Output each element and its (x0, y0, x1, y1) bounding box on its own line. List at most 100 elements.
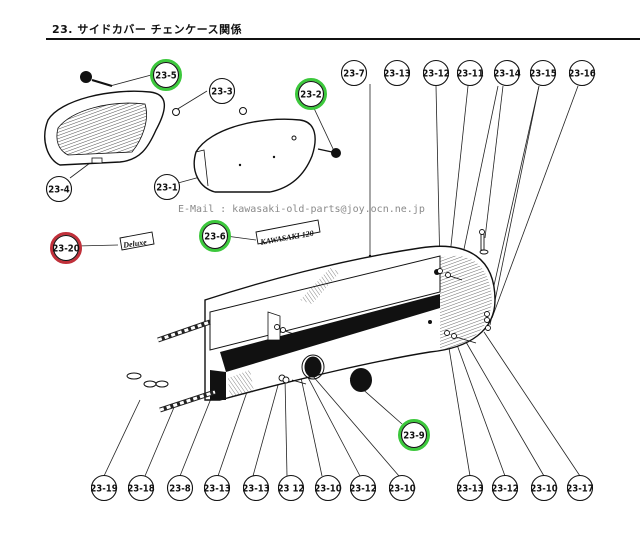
callout-23-4: 23-4 (45, 175, 73, 203)
callout-label: 23-7 (343, 69, 364, 80)
callout-circle (491, 474, 519, 502)
callout-circle (127, 474, 155, 502)
callout-label: 23-13 (456, 484, 483, 495)
rubber-plug-23-9 (350, 368, 372, 392)
callout-circle (529, 59, 557, 87)
callout-23-8: 23-8 (166, 474, 194, 502)
callout-23-17: 23-17 (566, 474, 594, 502)
callout-23-19: 23-19 (90, 474, 118, 502)
callout-label: 23-12 (491, 484, 518, 495)
callout-label: 23-5 (155, 71, 176, 82)
callout-23-11: 23-11 (456, 59, 484, 87)
callout-bubbles: 23-5 23-3 23-2 23-4 23-1 23-20 23-6 23-7 23-13 23… (45, 59, 596, 502)
callout-23-2: 23-2 (295, 78, 327, 110)
callout-23-6: 23-6 (199, 220, 231, 252)
callout-23-9: 23-9 (398, 419, 430, 451)
side-cover-rear (44, 90, 165, 166)
kawasaki-emblem: KAWASAKI 120 (255, 219, 321, 247)
callout-23-13: 23-13 (456, 474, 484, 502)
callout-23-13: 23-13 (242, 474, 270, 502)
callout-23-13: 23-13 (203, 474, 231, 502)
email-watermark: E-Mail : kawasaki-old-parts@joy.ocn.ne.j… (178, 204, 425, 215)
callout-label: 23-15 (529, 69, 556, 80)
callout-label: 23-13 (203, 484, 230, 495)
callout-23-20: 23-20 (50, 232, 82, 264)
callout-label: 23-12 (349, 484, 376, 495)
deluxe-emblem-text: Deluxe (122, 237, 148, 249)
callout-23-14: 23-14 (493, 59, 521, 87)
callout-label: 23-10 (314, 484, 341, 495)
callout-23-7: 23-7 (340, 59, 368, 87)
callout-label: 23-9 (403, 431, 424, 442)
callout-label: 23 12 (278, 484, 305, 495)
leader-lines (69, 73, 581, 477)
callout-circle (530, 474, 558, 502)
callout-circle (314, 474, 342, 502)
callout-23-15: 23-15 (529, 59, 557, 87)
callout-label: 23-17 (566, 484, 593, 495)
page-title: 23. サイドカバー チェンケース関係 (52, 23, 243, 36)
callout-label: 23-13 (242, 484, 269, 495)
callout-23-12: 23 12 (277, 474, 305, 502)
callout-23-3: 23-3 (208, 77, 236, 105)
callout-circle (52, 234, 80, 262)
knob-23-2 (317, 148, 341, 158)
screw-23-5 (80, 71, 113, 88)
callout-circle (456, 474, 484, 502)
callout-circle (297, 80, 325, 108)
callout-label: 23-2 (300, 90, 321, 101)
callout-23-5: 23-5 (150, 59, 182, 91)
callout-label: 23-10 (388, 484, 415, 495)
drive-chain (157, 319, 216, 413)
callout-highlight-ring (150, 59, 182, 91)
title-underline (46, 38, 640, 40)
callout-circle (90, 474, 118, 502)
master-link (126, 372, 169, 388)
callout-circle (456, 59, 484, 87)
callout-23-1: 23-1 (153, 173, 181, 201)
callout-circle (208, 77, 236, 105)
callout-circle (568, 59, 596, 87)
callout-label: 23-11 (456, 69, 483, 80)
callout-label: 23-20 (52, 244, 79, 255)
callout-label: 23-10 (530, 484, 557, 495)
callout-label: 23-6 (204, 232, 225, 243)
callout-label: 23-12 (422, 69, 449, 80)
callout-circle (349, 474, 377, 502)
callout-circle (153, 173, 181, 201)
callout-circle (388, 474, 416, 502)
callout-circle (45, 175, 73, 203)
callout-circle (152, 61, 180, 89)
callout-highlight-ring (199, 220, 231, 252)
callout-circle (166, 474, 194, 502)
callout-label: 23-8 (169, 484, 190, 495)
callout-highlight-ring (50, 232, 82, 264)
callout-23-12: 23-12 (349, 474, 377, 502)
callout-23-12: 23-12 (422, 59, 450, 87)
callout-highlight-ring (295, 78, 327, 110)
callout-circle (242, 474, 270, 502)
callout-label: 23-18 (127, 484, 154, 495)
callout-23-10: 23-10 (530, 474, 558, 502)
callout-label: 23-19 (90, 484, 117, 495)
callout-circle (566, 474, 594, 502)
callout-label: 23-1 (156, 183, 177, 194)
callout-23-12: 23-12 (491, 474, 519, 502)
callout-circle (277, 474, 305, 502)
callout-circle (493, 59, 521, 87)
callout-circle (340, 59, 368, 87)
callout-circle (203, 474, 231, 502)
callout-23-18: 23-18 (127, 474, 155, 502)
callout-circle (400, 421, 428, 449)
callout-23-13: 23-13 (383, 59, 411, 87)
callout-circle (383, 59, 411, 87)
callout-label: 23-16 (568, 69, 595, 80)
callout-label: 23-3 (211, 87, 232, 98)
callout-label: 23-4 (48, 185, 69, 196)
callout-circle (201, 222, 229, 250)
chain-case (204, 245, 496, 401)
hardware (274, 229, 491, 385)
callout-23-10: 23-10 (388, 474, 416, 502)
callout-23-16: 23-16 (568, 59, 596, 87)
